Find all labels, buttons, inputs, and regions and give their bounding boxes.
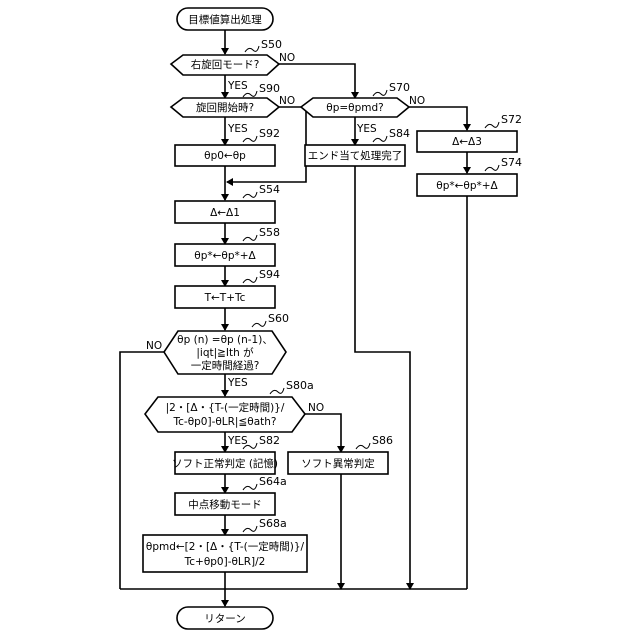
svg-text:θp*←θp*+Δ: θp*←θp*+Δ [436,180,498,192]
svg-text:S50: S50 [261,38,282,51]
connector-lines [120,30,467,606]
svg-text:S70: S70 [389,81,410,94]
svg-text:S84: S84 [389,127,410,140]
svg-text:リターン: リターン [204,613,245,625]
process-s74: θp*←θp*+Δ [417,174,517,196]
svg-text:NO: NO [308,402,324,414]
svg-text:S74: S74 [501,156,522,169]
svg-text:S64a: S64a [259,475,287,488]
decision-s60: θp (n) =θp (n-1)、 |iqt|≧Ith が 一定時間経過? [164,331,286,374]
decision-s50: 右旋回モード? [171,55,279,75]
svg-text:NO: NO [409,95,425,107]
svg-text:ソフト異常判定: ソフト異常判定 [301,457,375,470]
svg-text:YES: YES [227,435,248,447]
svg-text:NO: NO [279,95,295,107]
svg-text:Tc-θp0]-θLR|≦θath?: Tc-θp0]-θLR|≦θath? [173,416,277,428]
svg-text:θp (n) =θp (n-1)、: θp (n) =θp (n-1)、 [177,334,273,346]
process-s92: θp0←θp [175,145,275,166]
decision-s70: θp=θpmd? [301,98,409,117]
start-terminal: 目標値算出処理 [177,8,273,30]
svg-text:θp=θpmd?: θp=θpmd? [326,102,383,114]
svg-text:S54: S54 [259,183,280,196]
svg-text:S68a: S68a [259,517,287,530]
svg-text:目標値算出処理: 目標値算出処理 [188,13,262,26]
svg-text:|iqt|≧Ith が: |iqt|≧Ith が [196,346,254,359]
svg-text:S58: S58 [259,226,280,239]
svg-text:S82: S82 [259,434,280,447]
svg-text:エンド当て処理完了: エンド当て処理完了 [308,149,403,162]
svg-text:YES: YES [227,80,248,92]
svg-text:S92: S92 [259,127,280,140]
svg-text:θpmd←[2・[Δ・{T-(一定時間)}/: θpmd←[2・[Δ・{T-(一定時間)}/ [146,540,305,553]
svg-text:T←T+Tc: T←T+Tc [204,292,246,304]
svg-text:YES: YES [356,123,377,135]
svg-text:S60: S60 [268,312,289,325]
svg-text:NO: NO [146,340,162,352]
svg-text:旋回開始時?: 旋回開始時? [196,101,254,114]
svg-text:S90: S90 [259,82,280,95]
svg-text:NO: NO [279,52,295,64]
process-s84: エンド当て処理完了 [305,145,405,166]
svg-text:ソフト正常判定 (記憶): ソフト正常判定 (記憶) [172,457,278,470]
svg-text:一定時間経過?: 一定時間経過? [191,359,260,372]
end-terminal: リターン [177,607,273,629]
process-s58: θp*←θp*+Δ [175,244,275,266]
svg-text:Δ←Δ3: Δ←Δ3 [452,136,482,148]
svg-text:中点移動モード: 中点移動モード [188,498,262,511]
svg-text:Tc+θp0]-θLR]/2: Tc+θp0]-θLR]/2 [184,556,266,568]
svg-text:S94: S94 [259,268,280,281]
svg-text:θp*←θp*+Δ: θp*←θp*+Δ [194,250,256,262]
svg-text:S80a: S80a [286,379,314,392]
svg-text:右旋回モード?: 右旋回モード? [191,58,260,71]
svg-text:S86: S86 [372,434,393,447]
svg-text:θp0←θp: θp0←θp [204,150,246,162]
svg-text:YES: YES [227,377,248,389]
process-s68a: θpmd←[2・[Δ・{T-(一定時間)}/ Tc+θp0]-θLR]/2 [143,535,307,572]
svg-text:YES: YES [227,123,248,135]
decision-s80a: |2・[Δ・{T-(一定時間)}/ Tc-θp0]-θLR|≦θath? [145,397,305,432]
svg-text:Δ←Δ1: Δ←Δ1 [210,207,240,219]
process-s54: Δ←Δ1 [175,201,275,223]
svg-text:|2・[Δ・{T-(一定時間)}/: |2・[Δ・{T-(一定時間)}/ [166,401,285,414]
decision-s90: 旋回開始時? [171,98,279,117]
process-s82: ソフト正常判定 (記憶) [172,452,278,474]
process-s64a: 中点移動モード [175,493,275,515]
process-s86: ソフト異常判定 [288,452,388,474]
process-s72: Δ←Δ3 [417,131,517,152]
process-s94: T←T+Tc [175,286,275,308]
svg-text:S72: S72 [501,113,522,126]
